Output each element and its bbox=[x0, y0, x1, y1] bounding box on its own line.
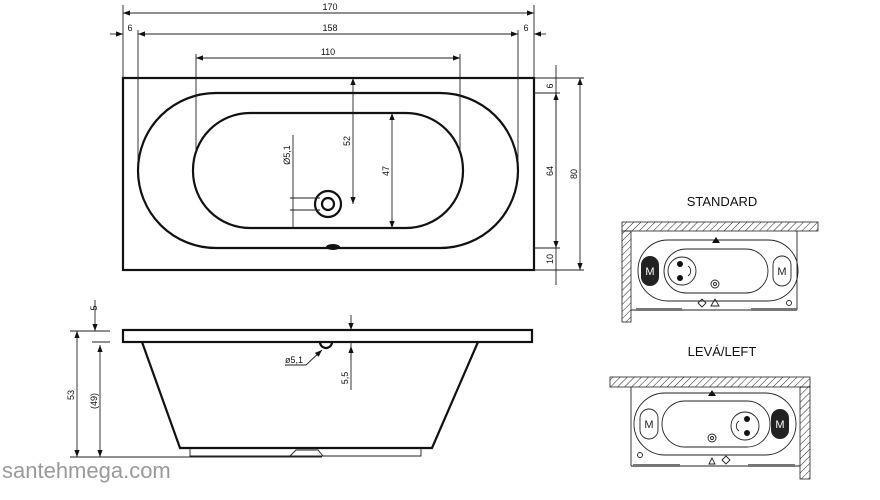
motor-label-left-right: M bbox=[775, 419, 784, 431]
dim-total-height: 53 bbox=[66, 390, 76, 400]
tub-body-side bbox=[140, 341, 480, 450]
top-view: 170 158 6 6 110 6 64 10 80 52 47 Ø5,1 bbox=[110, 2, 584, 285]
dim-overflow-diameter: ø5,1 bbox=[285, 355, 303, 365]
dim-inner-length: 158 bbox=[322, 23, 337, 33]
dim-rim-top: 6 bbox=[545, 83, 555, 88]
dim-rim-height: 5 bbox=[89, 305, 99, 310]
side-view: 5 53 (49) ø5,1 5,5 bbox=[66, 300, 534, 458]
dim-bottom-length: 110 bbox=[321, 47, 335, 57]
tub-outline bbox=[121, 76, 536, 272]
standard-label: STANDARD bbox=[687, 194, 758, 209]
variant-standard: STANDARD M M bbox=[621, 194, 819, 323]
dim-drain-diameter: Ø5,1 bbox=[282, 145, 292, 165]
dim-drain-offset: 52 bbox=[342, 136, 352, 146]
left-label: LEVÁ/LEFT bbox=[688, 344, 757, 359]
motor-label-standard-right: M bbox=[777, 266, 786, 278]
variant-left: LEVÁ/LEFT M M bbox=[609, 344, 811, 480]
tub-inner-rim bbox=[136, 91, 520, 250]
drain-inner bbox=[320, 196, 336, 212]
motor-dark bbox=[641, 256, 659, 286]
dim-inner-width: 64 bbox=[545, 166, 555, 176]
motor-light bbox=[772, 255, 792, 287]
dim-bottom-width: 47 bbox=[381, 166, 391, 176]
overflow-mark bbox=[326, 244, 340, 250]
motor-label-standard-left: M bbox=[645, 266, 654, 278]
dim-overall-width: 80 bbox=[569, 169, 579, 179]
tub-bottom bbox=[191, 111, 465, 230]
dim-rim-left: 6 bbox=[127, 23, 132, 33]
drain-outer bbox=[313, 189, 343, 219]
motor-label-left-left: M bbox=[644, 419, 653, 431]
dim-rim-right: 6 bbox=[523, 23, 528, 33]
dim-body-height: (49) bbox=[89, 393, 99, 409]
dim-rim-bottom: 10 bbox=[545, 254, 555, 264]
overflow-side bbox=[318, 341, 334, 350]
watermark: santehmega.com bbox=[2, 458, 171, 483]
tub-rim-side bbox=[121, 328, 534, 344]
tub-feet bbox=[189, 448, 422, 457]
dim-overflow-depth: 5,5 bbox=[340, 372, 350, 385]
dim-overall-length: 170 bbox=[322, 2, 337, 12]
